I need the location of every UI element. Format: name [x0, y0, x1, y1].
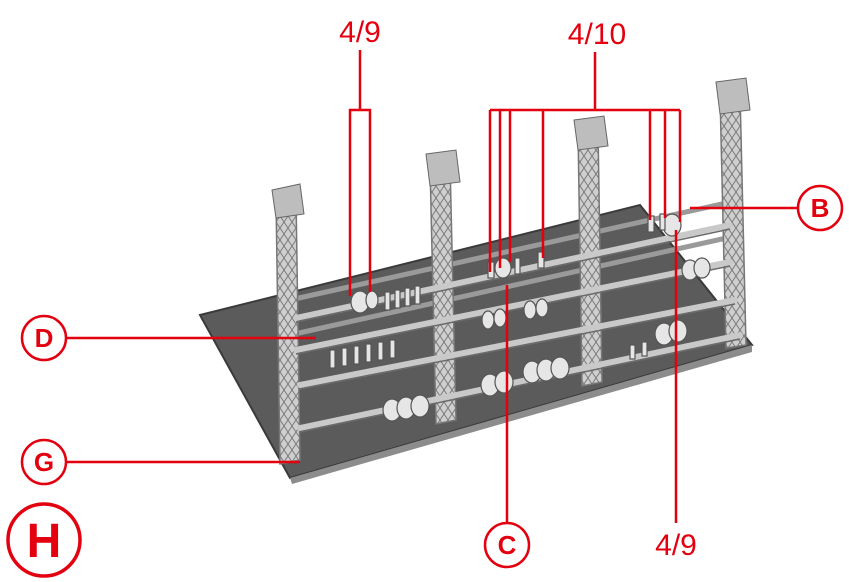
marker-b-label: B	[811, 193, 830, 223]
base-plate-edge	[290, 345, 752, 484]
marker-c: C	[483, 521, 531, 569]
marker-c-label: C	[498, 530, 517, 560]
marker-h: H	[6, 502, 82, 578]
marker-h-label: H	[27, 515, 62, 568]
support-towers	[271, 77, 751, 465]
tower-1-cap	[271, 183, 305, 219]
ref-4-9-top: 4/9	[339, 16, 381, 49]
tower-3-cap	[573, 115, 609, 151]
tower-1	[275, 195, 301, 465]
roller-sets	[329, 213, 711, 422]
annotations	[67, 50, 797, 523]
rack-model	[198, 77, 754, 484]
leader-4-9-top	[348, 108, 372, 296]
ref-4-9-bottom: 4/9	[655, 529, 697, 562]
marker-d-label: D	[35, 323, 54, 353]
ref-4-10: 4/10	[568, 18, 626, 51]
marker-d: D	[20, 314, 68, 362]
tower-4-cap	[715, 77, 751, 115]
marker-g: G	[20, 438, 68, 486]
marker-b: B	[796, 184, 844, 232]
marker-g-label: G	[34, 447, 54, 477]
tower-2-cap	[425, 149, 461, 187]
